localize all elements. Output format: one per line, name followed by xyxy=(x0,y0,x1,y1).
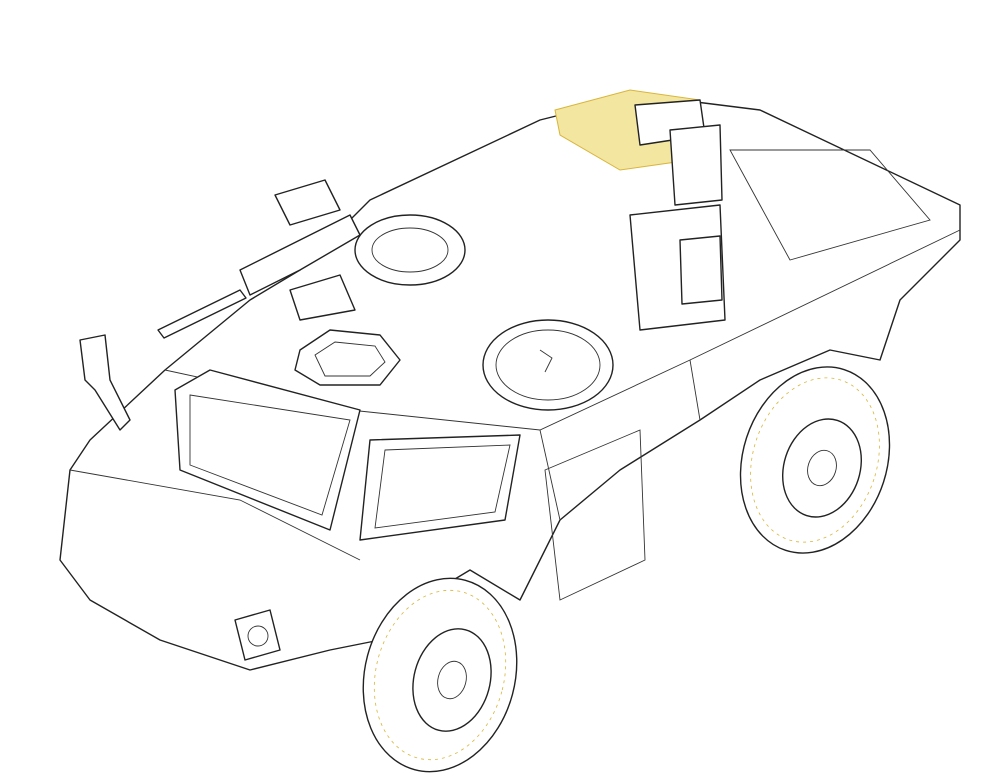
rear-wheel xyxy=(739,366,891,554)
round-hatch xyxy=(482,319,614,411)
front-wheel xyxy=(362,577,518,773)
side-door xyxy=(544,429,646,601)
sensor-mast xyxy=(554,89,726,331)
commander-hatch xyxy=(354,214,466,286)
machine-gun xyxy=(157,179,361,339)
rear-deck-panel xyxy=(729,149,931,261)
headlight xyxy=(234,609,281,661)
driver-hatch xyxy=(294,329,401,386)
windshield xyxy=(174,369,521,541)
side-mirror xyxy=(79,334,131,431)
